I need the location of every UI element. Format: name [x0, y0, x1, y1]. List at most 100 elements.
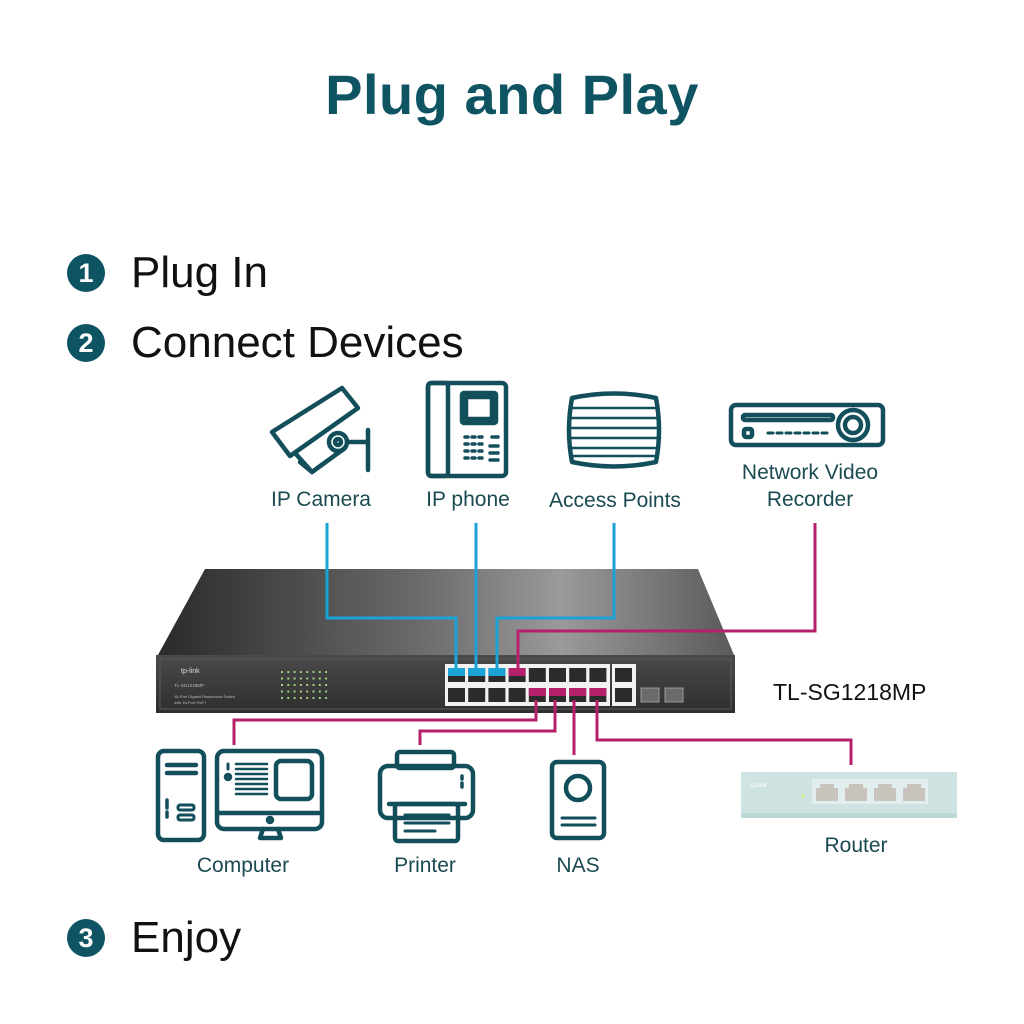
step-label: Enjoy	[131, 913, 242, 962]
status-led	[287, 684, 290, 686]
switch-top	[158, 569, 734, 655]
page-title: Plug and Play	[325, 63, 699, 126]
status-led	[281, 677, 283, 680]
device-label-access-points: Access Points	[549, 489, 681, 512]
ethernet-port	[528, 668, 546, 682]
sfp-port	[640, 687, 660, 703]
link-computer	[232, 700, 538, 745]
status-led	[299, 690, 302, 693]
status-led	[318, 684, 321, 686]
ethernet-port	[488, 688, 506, 702]
status-led	[287, 690, 290, 693]
device-label-nvr-line2: Recorder	[766, 488, 854, 511]
ethernet-port	[569, 668, 587, 682]
status-led	[281, 690, 283, 693]
status-led	[287, 671, 290, 673]
switch-brand-logo: tp-link	[181, 668, 200, 675]
ethernet-port	[448, 688, 465, 702]
link-access-points	[495, 523, 616, 670]
ethernet-port	[508, 688, 526, 702]
status-led	[325, 684, 328, 686]
printer-icon	[377, 749, 476, 844]
step-label: Connect Devices	[131, 318, 464, 367]
ethernet-port	[615, 668, 632, 682]
port-link-indicator	[528, 688, 546, 696]
router-brand-logo: tp-link	[751, 783, 768, 789]
switch-model-label: TL-SG1218MP	[773, 679, 927, 705]
port-link-indicator	[589, 688, 607, 696]
switch-panel-desc: with 16-Port PoE+	[174, 700, 207, 705]
status-led	[325, 690, 328, 693]
device-label-computer: Computer	[196, 854, 290, 877]
status-led	[325, 677, 328, 680]
status-led	[306, 671, 309, 673]
status-led	[325, 671, 328, 673]
link-printer	[418, 700, 557, 745]
ethernet-ports	[445, 664, 684, 706]
port-link-indicator	[508, 668, 526, 676]
status-led	[318, 671, 321, 673]
port-link-indicator	[448, 668, 465, 676]
status-led	[281, 697, 283, 699]
device-label-ip-phone: IP phone	[426, 488, 510, 511]
status-led	[293, 671, 296, 673]
port-link-indicator	[468, 668, 486, 676]
status-led	[293, 697, 296, 699]
step-label: Plug In	[131, 248, 268, 297]
device-label-nvr-line1: Network Video	[741, 461, 879, 484]
link-router	[595, 700, 853, 765]
device-label-nvr: Network Video Recorder	[725, 459, 895, 513]
status-led	[318, 677, 321, 680]
device-label-router: Router	[824, 834, 888, 857]
device-label-printer: Printer	[394, 854, 456, 877]
step-number-badge: 3	[67, 919, 105, 957]
status-led	[306, 684, 309, 686]
router-icon: tp-link	[741, 772, 957, 818]
nas-icon	[549, 759, 607, 841]
status-led	[281, 684, 283, 686]
switch-panel-desc: 18-Port Gigabit Rackmount Switch	[174, 694, 235, 699]
status-led	[293, 690, 296, 693]
status-led	[293, 677, 296, 680]
sfp-port	[664, 687, 684, 703]
computer-icon	[155, 748, 325, 843]
status-led	[318, 690, 321, 693]
status-led	[318, 697, 321, 699]
status-led	[299, 684, 302, 686]
status-led	[281, 671, 283, 673]
port-link-indicator	[488, 668, 506, 676]
access-point-icon	[566, 391, 662, 469]
switch-device: tp-link TL-SG1218MP 18-Port Gigabit Rack…	[156, 569, 735, 713]
link-ip-camera	[325, 523, 458, 670]
step-connect-devices: 2 Connect Devices	[67, 318, 464, 368]
step-plug-in: 1 Plug In	[67, 248, 268, 298]
status-led	[299, 697, 302, 699]
step-number-badge: 1	[67, 254, 105, 292]
status-led	[312, 671, 315, 673]
step-enjoy: 3 Enjoy	[67, 913, 241, 963]
switch-panel-model: TL-SG1218MP	[174, 683, 204, 688]
status-led	[312, 697, 315, 699]
ethernet-port	[589, 668, 607, 682]
status-led	[287, 677, 290, 680]
ethernet-port	[468, 688, 486, 702]
ip-phone-icon	[425, 380, 509, 479]
status-led	[299, 677, 302, 680]
status-led	[287, 697, 290, 699]
nvr-icon	[728, 402, 886, 448]
status-led	[306, 697, 309, 699]
link-nvr	[516, 523, 817, 670]
ethernet-port	[615, 688, 632, 702]
status-led	[306, 677, 309, 680]
ethernet-port	[549, 668, 566, 682]
device-label-nas: NAS	[556, 854, 600, 877]
ip-camera-icon	[269, 385, 371, 475]
status-led	[299, 671, 302, 673]
step-number-badge: 2	[67, 324, 105, 362]
port-link-indicator	[569, 688, 587, 696]
port-link-indicator	[549, 688, 566, 696]
led-panel	[281, 671, 328, 699]
status-led	[312, 690, 315, 693]
status-led	[312, 677, 315, 680]
status-led	[306, 690, 309, 693]
